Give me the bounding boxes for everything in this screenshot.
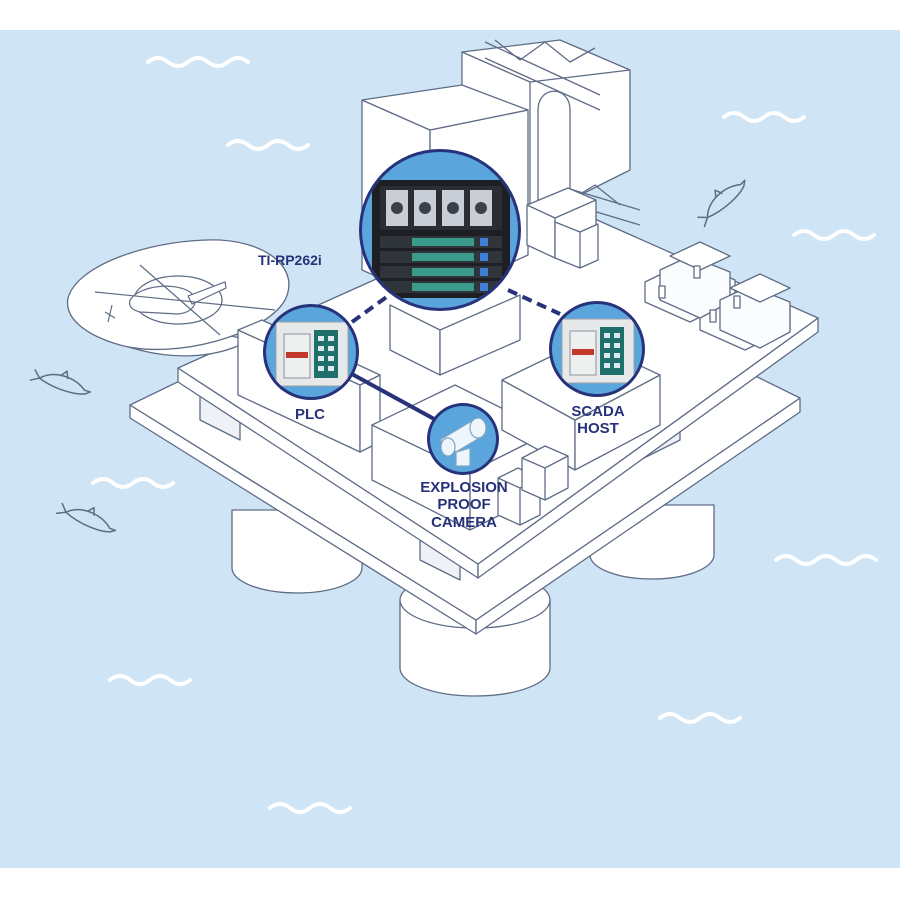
wave-icon <box>91 477 175 489</box>
din-rail-switch-icon <box>275 321 349 387</box>
rack-switch-icon <box>372 180 510 298</box>
scada-host-label: SCADA HOST <box>571 403 625 438</box>
wave-icon <box>226 139 310 151</box>
plc-callout <box>263 304 359 400</box>
dolphin-icon <box>29 368 92 395</box>
camera-callout <box>427 403 499 475</box>
wave-icon <box>268 802 352 814</box>
link-rack-to-scada <box>507 288 561 316</box>
wave-icon <box>722 111 806 123</box>
link-rack-to-plc <box>350 294 390 324</box>
wave-icon <box>774 554 878 566</box>
wave-icon <box>792 229 876 241</box>
helicopter-icon <box>94 264 276 336</box>
scada-callout <box>549 301 645 397</box>
wave-icon <box>108 674 192 686</box>
rack-label: TI-RP262i <box>258 252 322 268</box>
wave-icon <box>658 712 742 724</box>
link-plc-to-camera <box>349 371 437 422</box>
dome-camera-icon <box>438 417 488 467</box>
plc-label: PLC <box>295 406 325 423</box>
rack-callout <box>359 149 521 311</box>
din-rail-switch-icon <box>561 318 635 384</box>
dolphin-icon <box>55 502 117 533</box>
wave-icon <box>146 56 250 68</box>
dolphin-icon <box>697 179 746 228</box>
wave-icons <box>91 56 878 814</box>
explosion-proof-camera-label: EXPLOSION PROOF CAMERA <box>420 479 508 531</box>
network-links <box>349 288 561 422</box>
